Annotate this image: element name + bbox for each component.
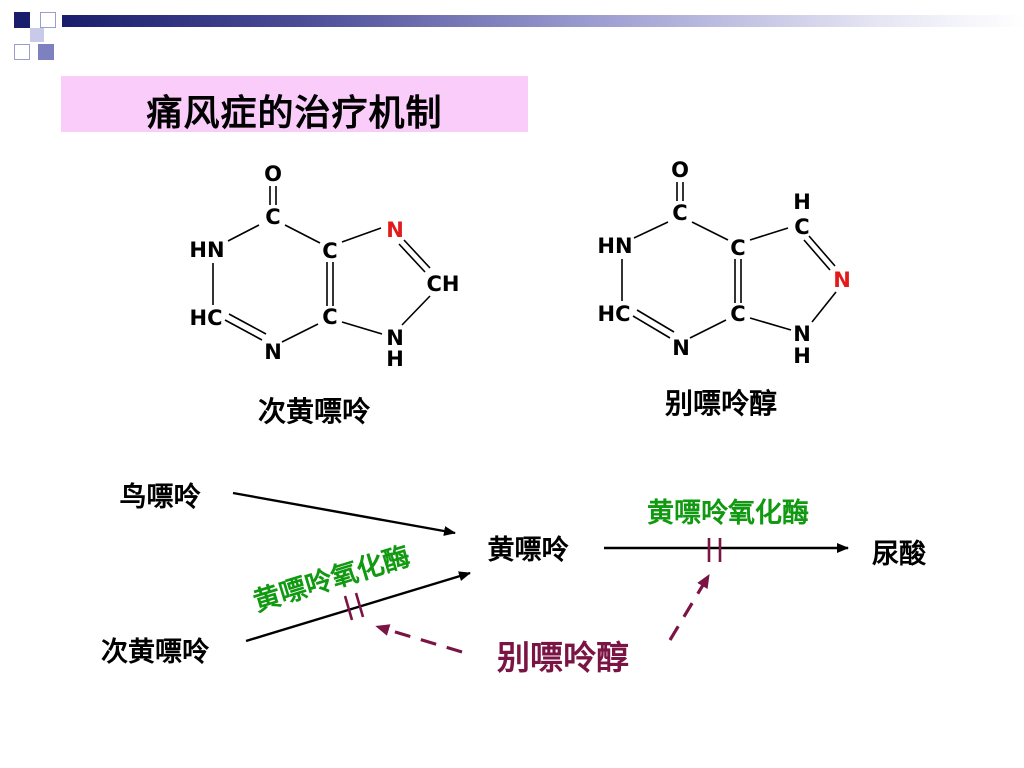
enzyme-label-2: 黄嘌呤氧化酶: [647, 497, 809, 529]
arrow-hypoxanthine-to-xanthine: [245, 571, 471, 643]
atom-n: N: [264, 340, 282, 364]
xanthine-label: 黄嘌呤: [488, 534, 570, 566]
block-mark-1: [343, 592, 365, 621]
title-box: 痛风症的治疗机制: [61, 76, 528, 134]
atom-c: C: [672, 201, 687, 225]
page-title: 痛风症的治疗机制: [146, 93, 443, 134]
pathway-diagram: 鸟嘌呤 次黄嘌呤 黄嘌呤 尿酸 黄嘌呤氧化酶 黄嘌呤氧化酶 别嘌呤醇: [101, 481, 927, 677]
atom-n-highlight: N: [386, 218, 404, 242]
atom-hn: HN: [189, 238, 224, 262]
allopurinol-caption: 别嘌呤醇: [665, 387, 777, 420]
block-mark-2: [707, 538, 722, 562]
atom-o: O: [671, 158, 689, 182]
guanine-label: 鸟嘌呤: [120, 481, 202, 513]
decor-square-outline: [40, 12, 56, 28]
uric-acid-label: 尿酸: [872, 539, 927, 570]
inhibition-arrow-1: [375, 624, 463, 654]
allopurinol-bonds: [621, 182, 837, 339]
arrow-guanine-to-xanthine: [232, 491, 456, 536]
atom-n: N: [672, 336, 690, 360]
hypoxanthine-caption: 次黄嘌呤: [258, 395, 371, 428]
atom-c: C: [322, 239, 337, 263]
atom-h: H: [793, 190, 811, 214]
hypoxanthine-bonds: [212, 186, 431, 343]
hypoxanthine-label: 次黄嘌呤: [101, 636, 210, 668]
atom-ch: CH: [427, 272, 460, 296]
decor-square-lavender-2: [38, 44, 54, 60]
allopurinol-structure: O C HN C H C N HC C N N H 别嘌呤醇: [597, 158, 850, 420]
atom-c: C: [730, 236, 745, 260]
decor-gradient-bar: [62, 15, 1024, 27]
inhibition-arrow-2: [668, 573, 710, 641]
atom-hc: HC: [190, 306, 223, 330]
inhibitor-label: 别嘌呤醇: [497, 638, 629, 677]
enzyme-label-1: 黄嘌呤氧化酶: [250, 540, 414, 618]
atom-c: C: [265, 205, 280, 229]
atom-h: H: [386, 347, 404, 371]
decor-square-outline-2: [14, 44, 30, 60]
atom-hc: HC: [598, 302, 631, 326]
atom-o: O: [264, 162, 282, 186]
atom-h: H: [793, 344, 811, 368]
atom-hn: HN: [597, 234, 632, 258]
decor-square-navy: [14, 12, 30, 28]
atom-n: N: [386, 326, 404, 350]
atom-c: C: [322, 305, 337, 329]
hypoxanthine-structure: O C HN C N CH HC C N N H 次黄嘌呤: [189, 162, 459, 428]
atom-n: N: [793, 322, 811, 346]
atom-n-highlight: N: [833, 268, 851, 292]
decor-square-lavender: [30, 28, 44, 42]
atom-c: C: [730, 302, 745, 326]
atom-c: C: [794, 215, 809, 239]
